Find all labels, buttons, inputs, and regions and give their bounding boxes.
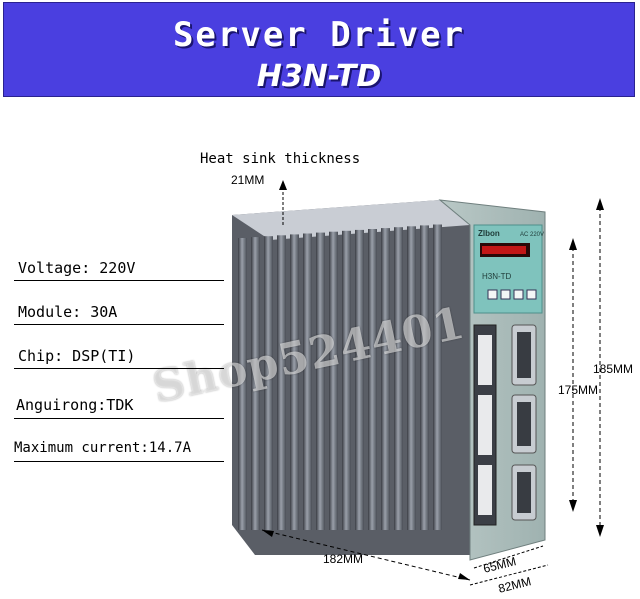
heat-sink-fin bbox=[420, 225, 429, 530]
brand-text: Zlbon bbox=[478, 229, 500, 238]
dimension-175-line bbox=[569, 238, 577, 512]
dimension-182-label: 182MM bbox=[323, 552, 364, 566]
dimension-82-line bbox=[469, 564, 549, 586]
heat-sink-fin bbox=[303, 233, 312, 530]
banner-title: Server Driver bbox=[172, 15, 466, 55]
spec-voltage: Voltage: 220V bbox=[18, 259, 136, 277]
heat-sink-fin bbox=[264, 236, 273, 530]
spec-max-current: Maximum current:14.7A bbox=[14, 440, 192, 456]
dimension-175-label: 175MM bbox=[558, 383, 599, 397]
spec-divider bbox=[14, 368, 224, 369]
heat-sink-fin bbox=[433, 224, 442, 530]
heat-sink-fin bbox=[251, 237, 260, 530]
heat-sink-fin bbox=[238, 238, 247, 530]
dimension-182-line bbox=[261, 529, 471, 581]
heat-sink-fin bbox=[316, 232, 325, 530]
spec-divider bbox=[14, 418, 224, 419]
spec-divider bbox=[14, 280, 224, 281]
spec-divider bbox=[14, 461, 224, 462]
dimension-65-line bbox=[473, 545, 544, 569]
heat-sink-fin bbox=[277, 235, 286, 531]
spec-module: Module: 30A bbox=[18, 303, 118, 321]
heat-sink-fin bbox=[342, 230, 351, 531]
heat-sink-fin bbox=[407, 226, 416, 531]
heat-sink-fin bbox=[355, 229, 364, 530]
dimension-185-label: 185MM bbox=[593, 362, 634, 376]
heat-sink bbox=[232, 200, 470, 555]
dimension-185-line bbox=[596, 198, 604, 537]
panel-model-text: H3N-TD bbox=[482, 272, 512, 281]
heat-sink-fin bbox=[290, 234, 299, 530]
heat-sink-fin bbox=[381, 228, 390, 530]
heat-sink-value: 21MM bbox=[231, 173, 265, 187]
spec-divider bbox=[14, 324, 224, 325]
panel-tag-text: AC 220V bbox=[520, 232, 544, 238]
heat-sink-fin bbox=[368, 229, 377, 530]
spec-chip: Chip: DSP(TI) bbox=[18, 347, 136, 365]
spec-anguirong: Anguirong:TDK bbox=[16, 396, 134, 414]
heat-sink-fin bbox=[394, 227, 403, 530]
heat-sink-label: Heat sink thickness bbox=[200, 151, 361, 167]
title-banner: Server Driver H3N-TD bbox=[3, 2, 635, 97]
banner-model: H3N-TD bbox=[256, 59, 382, 94]
front-panel: Zlbon AC 220V H3N-TD bbox=[438, 199, 546, 561]
heat-sink-fin bbox=[329, 231, 338, 530]
